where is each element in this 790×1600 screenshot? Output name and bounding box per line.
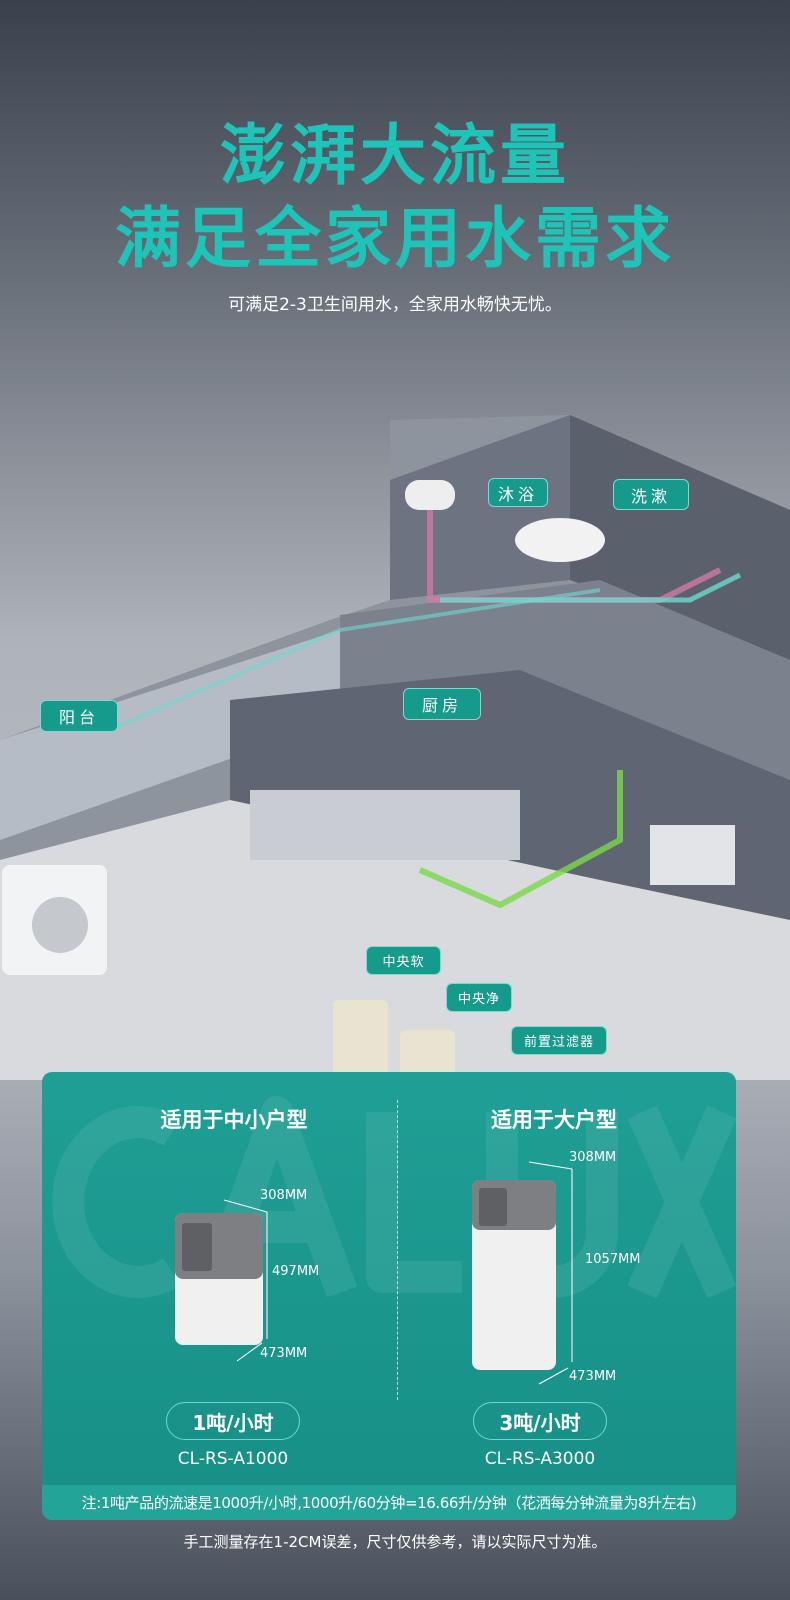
water-heater xyxy=(405,480,455,510)
label-balcony: 阳台 xyxy=(40,700,118,732)
drinking-water-pipe xyxy=(418,770,623,909)
flow-note: 注:1吨产品的流速是1000升/小时,1000升/60分钟=16.66升/分钟（… xyxy=(42,1485,736,1520)
large-model: CL-RS-A3000 xyxy=(484,1449,596,1469)
washing-machine-door xyxy=(32,897,88,953)
large-flow-badge: 3吨/小时 xyxy=(473,1402,607,1440)
balcony-pipe xyxy=(109,588,601,732)
tv xyxy=(650,825,735,885)
headline-line1: 澎湃大流量 xyxy=(220,117,570,194)
small-width: 308MM xyxy=(260,1188,308,1203)
floor-divider xyxy=(340,580,790,780)
kitchen-counter xyxy=(250,790,520,860)
label-wash: 洗漱 xyxy=(613,479,689,510)
balcony-wall xyxy=(0,630,340,840)
product-drawings xyxy=(175,1161,573,1385)
spec-panel: 适用于中小户型 适用于大户型 308MM 497MM 473MM 308MM 1… xyxy=(42,1072,736,1520)
headline-line2: 满足全家用水需求 xyxy=(115,200,675,277)
small-model: CL-RS-A1000 xyxy=(177,1449,289,1469)
bathtub xyxy=(515,518,605,562)
footer-disclaimer: 手工测量存在1-2CM误差，尺寸仅供参考，请以实际尺寸为准。 xyxy=(183,1533,607,1551)
label-softener: 中央软 xyxy=(366,946,441,975)
label-purifier: 中央净 xyxy=(446,983,512,1012)
large-width: 308MM xyxy=(569,1150,617,1165)
large-height: 1057MM xyxy=(585,1252,641,1267)
label-shower: 沐浴 xyxy=(488,478,548,507)
small-heading: 适用于中小户型 xyxy=(160,1108,308,1132)
purifier-unit xyxy=(400,1030,455,1080)
small-height: 497MM xyxy=(272,1264,320,1279)
softener-unit xyxy=(333,1000,388,1080)
subtitle: 可满足2-3卫生间用水，全家用水畅快无忧。 xyxy=(228,295,562,315)
divider xyxy=(397,1100,398,1400)
large-heading: 适用于大户型 xyxy=(491,1108,617,1132)
large-depth: 473MM xyxy=(569,1369,617,1384)
small-flow-badge: 1吨/小时 xyxy=(166,1402,300,1440)
large-unit-image xyxy=(472,1161,573,1385)
small-unit-image xyxy=(175,1199,268,1362)
marble-floor xyxy=(0,800,790,1080)
house-illustration xyxy=(0,415,790,1080)
label-kitchen: 厨房 xyxy=(403,688,481,720)
label-prefilter: 前置过滤器 xyxy=(511,1026,607,1055)
small-depth: 473MM xyxy=(260,1346,308,1361)
